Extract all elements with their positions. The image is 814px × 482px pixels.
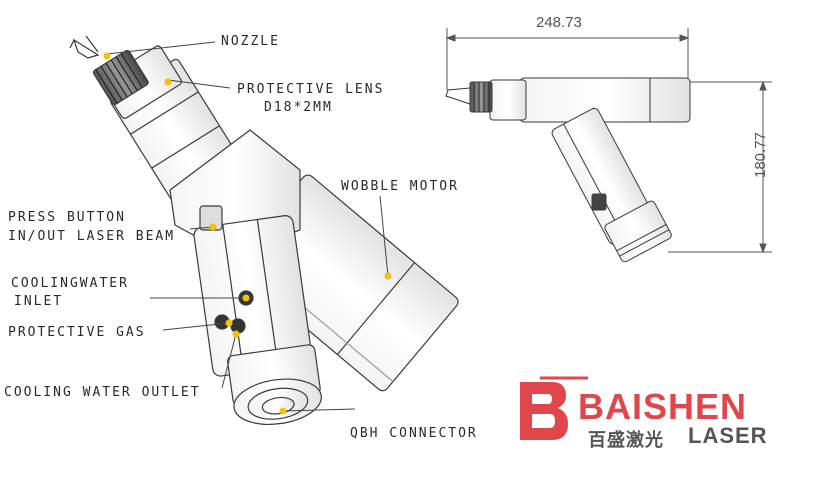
logo-laser-text: LASER — [688, 423, 768, 448]
marker-lens — [164, 78, 172, 86]
marker-nozzle — [103, 52, 111, 60]
marker-qbh — [279, 407, 287, 415]
large-gun-view — [69, 35, 459, 425]
small-nozzle-tip — [445, 87, 471, 105]
small-front-tube — [489, 79, 527, 121]
small-bottom-connector — [604, 200, 672, 263]
label-cooling-inlet: COOLINGWATER — [11, 276, 129, 291]
marker-outlet — [232, 330, 240, 338]
logo-chinese-text: 百盛激光 — [588, 430, 664, 451]
dimension-lines — [445, 28, 772, 254]
marker-motor — [384, 272, 392, 280]
large-gun-leaders — [106, 41, 389, 412]
label-protective-lens: PROTECTIVE LENS — [237, 82, 385, 97]
logo-wordmark: BAISHEN — [578, 386, 748, 427]
label-nozzle: NOZZLE — [221, 34, 280, 49]
label-press-button: PRESS BUTTON — [8, 210, 126, 225]
marker-inlet — [242, 294, 250, 302]
nozzle-nut — [92, 49, 149, 106]
nozzle-tip — [72, 38, 100, 59]
label-inlet: INLET — [14, 294, 64, 309]
press-button — [199, 205, 223, 231]
small-motor-housing — [519, 77, 691, 123]
logo-mark — [520, 376, 588, 440]
small-fitting — [591, 193, 607, 211]
label-wobble-motor: WOBBLE MOTOR — [341, 179, 459, 194]
marker-button — [209, 223, 217, 231]
label-laser-beam: IN/OUT LASER BEAM — [8, 229, 176, 244]
label-protective-gas: PROTECTIVE GAS — [8, 325, 146, 340]
dimension-width: 248.73 — [536, 14, 582, 31]
marker-gas — [225, 319, 233, 327]
label-lens-size: D18*2MM — [264, 100, 333, 115]
gas-fitting-b — [230, 318, 246, 334]
label-cooling-outlet: COOLING WATER OUTLET — [4, 385, 201, 400]
marker-dots — [103, 52, 392, 415]
label-qbh-connector: QBH CONNECTOR — [350, 426, 478, 441]
qbh-end — [227, 344, 322, 425]
small-gun-view — [445, 77, 691, 263]
dimension-height: 180.77 — [752, 132, 769, 178]
